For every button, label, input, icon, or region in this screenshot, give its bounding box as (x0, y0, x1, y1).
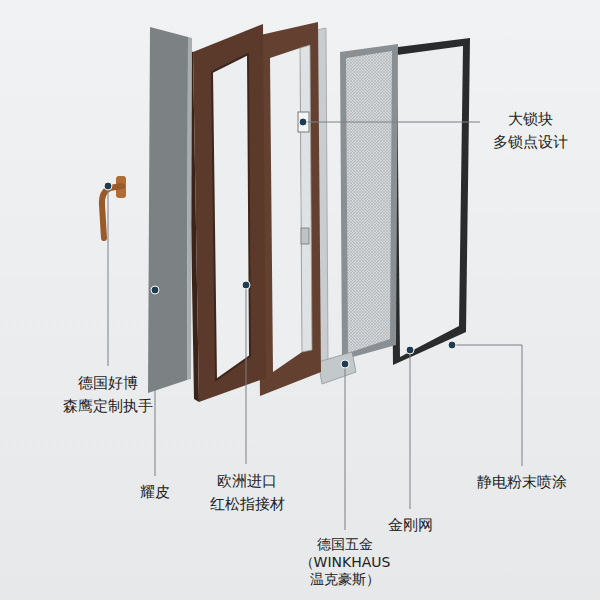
leader-dot (104, 182, 112, 190)
powder-frame-inner (397, 46, 463, 357)
mesh-fill (346, 51, 392, 353)
leader-dot (406, 346, 414, 354)
hardware-bar (318, 352, 356, 384)
lock-block (298, 112, 309, 132)
leader-line (155, 290, 156, 476)
powder-frame (390, 38, 470, 365)
leader-lines (108, 122, 522, 530)
part-label: 欧洲进口 红松指接材 (210, 470, 285, 515)
leader-dot (341, 360, 349, 368)
frame-outer (193, 24, 266, 402)
leader-line (108, 186, 109, 366)
leader-dot (151, 286, 159, 294)
part-label: 静电粉末喷涂 (477, 472, 567, 493)
wood-frame (188, 24, 266, 402)
handle-slot (301, 228, 309, 244)
powder-frame-outer (390, 38, 470, 365)
leader-line (246, 285, 247, 464)
handle (102, 176, 126, 238)
sash-inner (270, 48, 302, 372)
panel-face (148, 27, 188, 393)
part-label: 德国好博 森鹰定制执手 (63, 372, 153, 417)
sash-hardware-strip (300, 45, 312, 352)
part-label: 耀皮 (140, 482, 170, 503)
mesh-frame (340, 44, 398, 360)
leader-line (345, 364, 346, 530)
leader-dot (299, 118, 307, 126)
part-label: 金刚网 (388, 515, 433, 536)
leader-dots (104, 118, 456, 368)
part-label: 大锁块 多锁点设计 (493, 108, 568, 153)
frame-inner (212, 54, 250, 380)
panel-edge (187, 37, 192, 380)
mesh-screen (340, 44, 398, 360)
handle-lever (102, 186, 122, 238)
leader-line (410, 350, 411, 509)
leader-line (303, 122, 480, 123)
leader-dot (448, 341, 456, 349)
part-label: 德国五金 （WINKHAUS 温克豪斯） (300, 536, 391, 589)
leader-dot (242, 281, 250, 289)
sash-outer (256, 22, 321, 396)
leader-line (452, 345, 522, 466)
wood-sash (256, 22, 321, 396)
